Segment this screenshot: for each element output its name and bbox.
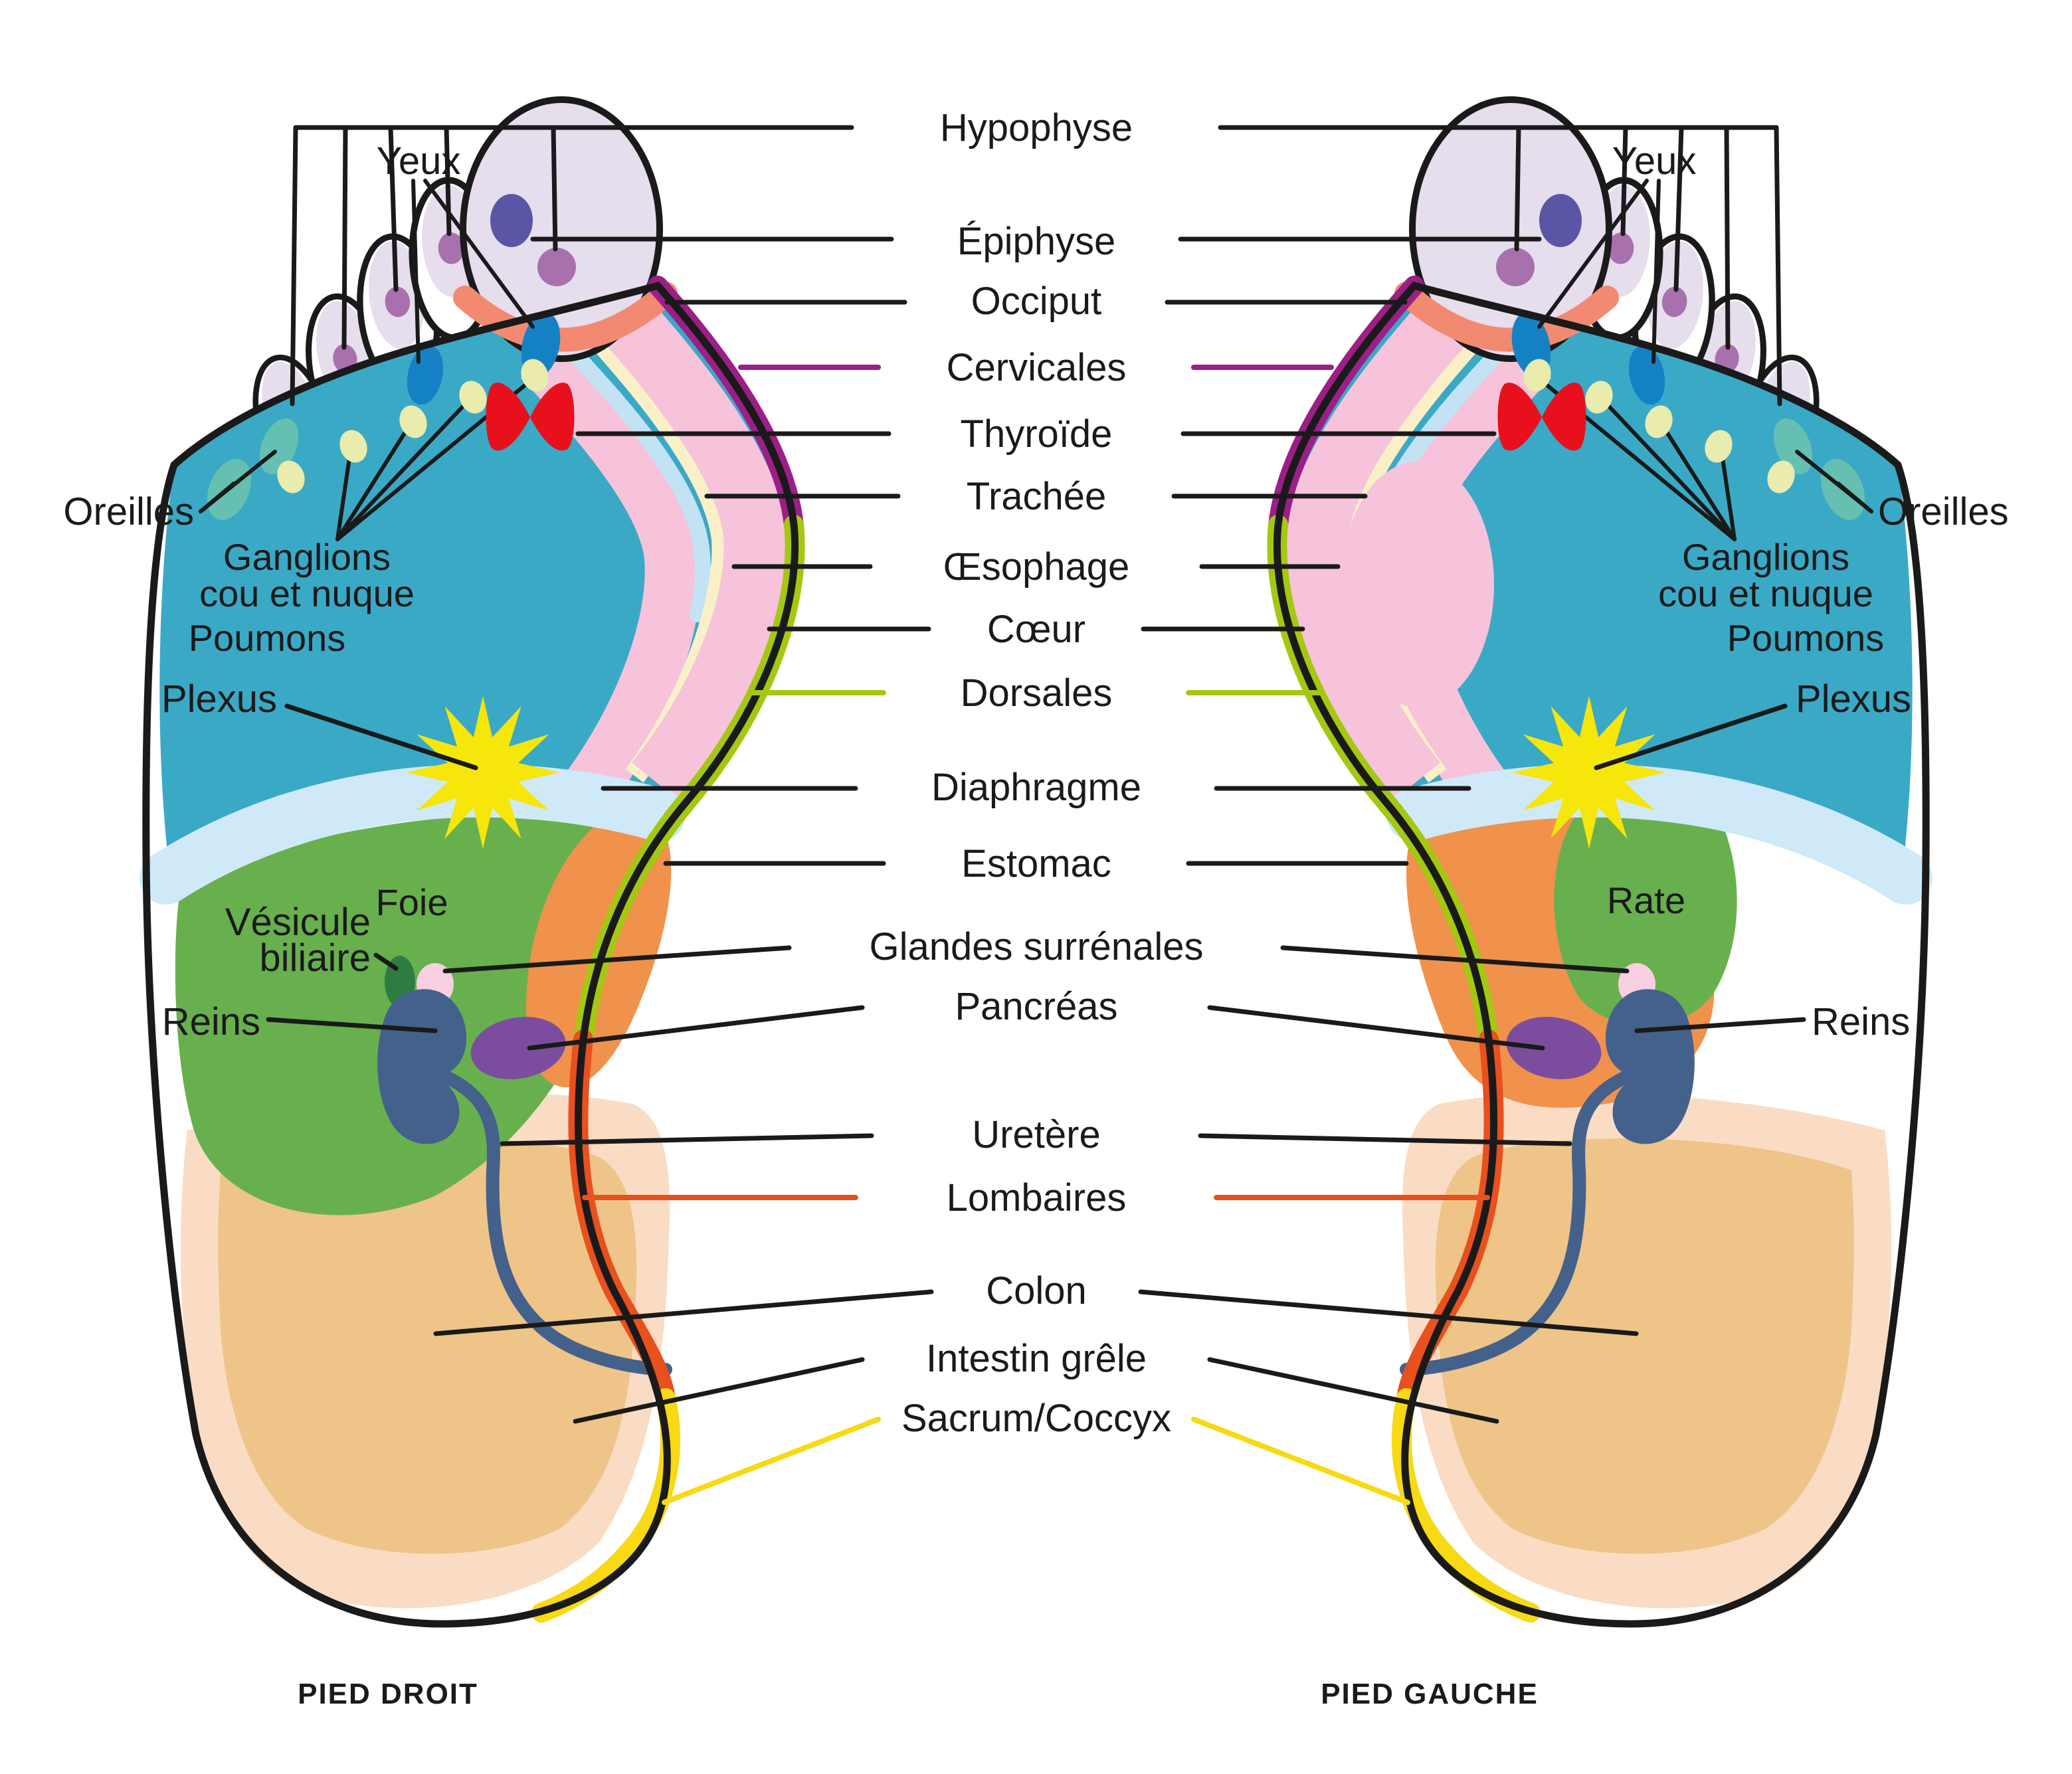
label-foie: Foie — [376, 881, 448, 923]
label-reins-right: Reins — [1812, 1000, 1910, 1043]
label-cervicales: Cervicales — [947, 346, 1127, 389]
label-intestin-grele: Intestin grêle — [926, 1337, 1147, 1380]
label-poumons-right: Poumons — [1727, 617, 1885, 659]
label-ganglions-left-2: cou et nuque — [199, 573, 415, 614]
label-epiphyse: Épiphyse — [957, 220, 1116, 263]
left-foot — [146, 100, 931, 1624]
label-estomac: Estomac — [961, 842, 1111, 885]
label-coeur: Cœur — [987, 608, 1085, 651]
label-yeux-left: Yeux — [377, 139, 461, 183]
label-yeux-right: Yeux — [1612, 139, 1697, 183]
label-lombaires: Lombaires — [947, 1176, 1127, 1219]
label-sacrum-coccyx: Sacrum/Coccyx — [901, 1397, 1171, 1440]
label-diaphragme: Diaphragme — [931, 766, 1141, 809]
label-ganglions-right-1: Ganglions — [1682, 536, 1849, 578]
label-poumons-left: Poumons — [189, 617, 346, 659]
label-plexus-right: Plexus — [1796, 677, 1911, 721]
label-rate: Rate — [1607, 879, 1685, 921]
label-reins-left: Reins — [162, 1000, 260, 1043]
label-plexus-left: Plexus — [161, 677, 277, 721]
label-glandes-surrenales: Glandes surrénales — [870, 925, 1204, 968]
label-colon: Colon — [986, 1269, 1087, 1312]
label-pied-droit: PIED DROIT — [298, 1678, 478, 1710]
label-ganglions-left-1: Ganglions — [223, 536, 391, 578]
label-pancreas: Pancréas — [955, 985, 1117, 1028]
label-thyroide: Thyroïde — [961, 412, 1113, 456]
label-oreilles-left: Oreilles — [63, 490, 194, 533]
label-oreilles-right: Oreilles — [1878, 490, 2009, 533]
label-hypophyse: Hypophyse — [940, 106, 1133, 149]
zone-rate — [1554, 788, 1737, 1026]
label-trachee: Trachée — [967, 475, 1107, 518]
label-occiput: Occiput — [971, 280, 1102, 323]
label-oesophage: Œsophage — [943, 545, 1130, 588]
label-pied-gauche: PIED GAUCHE — [1321, 1678, 1539, 1710]
vesicule-biliaire-line — [373, 952, 399, 971]
label-dorsales: Dorsales — [961, 671, 1113, 715]
right-foot — [1141, 100, 1926, 1624]
label-uretere: Uretère — [972, 1113, 1100, 1156]
label-vesicule-1: Vésicule — [225, 901, 371, 944]
zone-coeur-pink-bulge — [1341, 462, 1494, 707]
label-ganglions-right-2: cou et nuque — [1658, 573, 1873, 614]
label-vesicule-2: biliaire — [259, 936, 371, 980]
